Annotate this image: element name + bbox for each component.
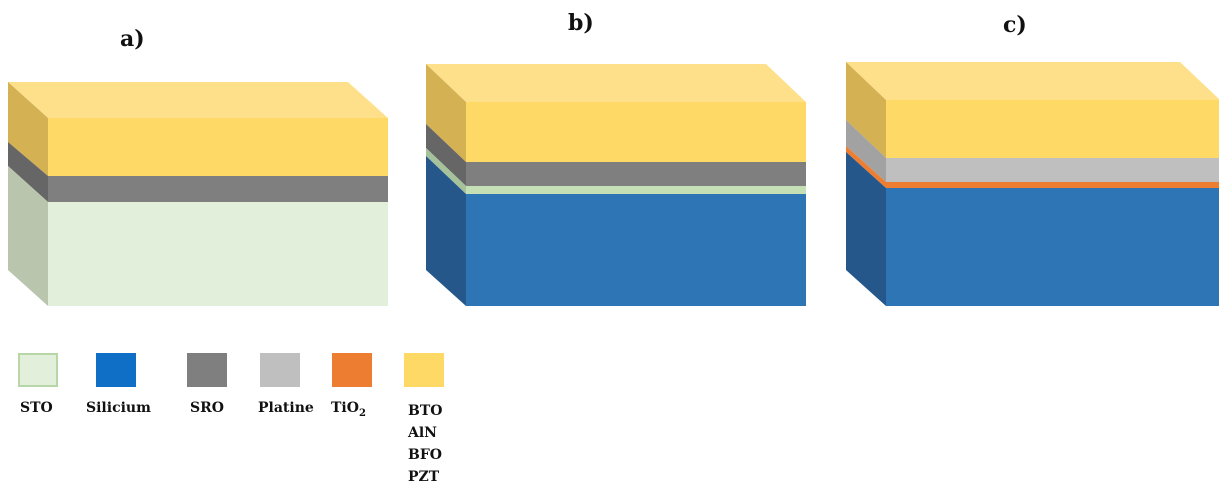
legend-label-platine: Platine [258, 400, 314, 416]
panel-a-bto-side [8, 82, 48, 176]
panel-b-bto-top [426, 64, 806, 102]
material-pzt: PZT [408, 469, 440, 485]
panel-b-label: b) [568, 10, 594, 36]
panel-c-label: c) [1003, 12, 1027, 38]
panel-b-bto-front [466, 102, 806, 162]
panel-c-bto-side [846, 62, 886, 158]
panel-b-si-side [426, 156, 466, 306]
legend-label-tio2-sub: 2 [358, 407, 366, 419]
legend-label-sto: STO [20, 400, 53, 416]
panel-a-sto-side [8, 166, 48, 306]
panel-b-bto-side [426, 64, 466, 162]
panel-b-sto-front [466, 186, 806, 194]
legend-swatch-sto [18, 353, 58, 387]
panel-c-bto-top [846, 62, 1219, 100]
panel-b-sro-side [426, 124, 466, 186]
panel-c-bto-front [886, 100, 1219, 158]
panel-a-bto-front [48, 118, 388, 176]
panel-a-sro-front [48, 176, 388, 202]
material-bto: BTO [408, 403, 443, 419]
panel-b-si-front [466, 194, 806, 306]
panel-b-sto-side [426, 148, 466, 194]
panel-a-label: a) [120, 26, 145, 52]
panel-a-bto-top [8, 82, 388, 118]
panel-a-stack [8, 82, 388, 306]
panel-b-sro-front [466, 162, 806, 186]
panel-c-stack [846, 62, 1219, 306]
legend-label-silicium: Silicium [86, 400, 151, 416]
panel-a-sro-side [8, 142, 48, 202]
legend-label-sro: SRO [190, 400, 224, 416]
legend-swatch-bto [404, 353, 444, 387]
material-aln: AlN [408, 425, 437, 441]
panel-b-stack [426, 64, 806, 306]
material-bfo: BFO [408, 447, 442, 463]
panel-c-si-front [886, 188, 1219, 306]
legend-swatch-tio2 [332, 353, 372, 387]
panel-a-sto-front [48, 202, 388, 306]
panel-c-si-side [846, 152, 886, 306]
panel-c-tio2-front [886, 182, 1219, 188]
legend-swatch-silicium [96, 353, 136, 387]
top-layer-materials-list: BTO AlN BFO PZT [408, 400, 442, 488]
legend-label-tio2: TiO2 [331, 400, 366, 419]
legend-label-tio2-main: TiO [331, 400, 359, 416]
panel-c-pt-front [886, 158, 1219, 182]
legend-swatch-sro [187, 353, 227, 387]
legend-swatch-platine [260, 353, 300, 387]
panel-c-tio2-side [846, 146, 886, 188]
panel-c-pt-side [846, 120, 886, 182]
